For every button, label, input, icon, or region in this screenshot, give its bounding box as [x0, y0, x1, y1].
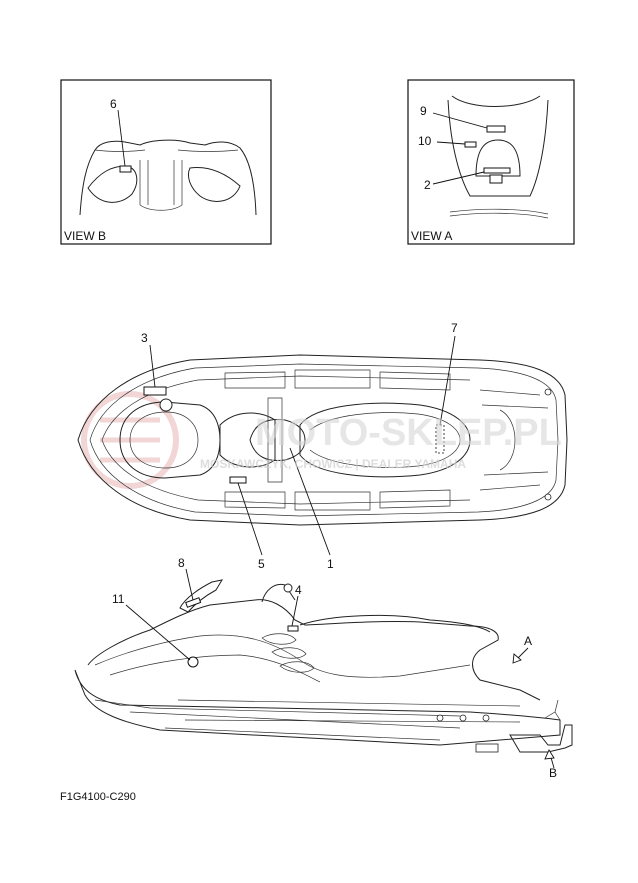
- callout-8: 8: [178, 556, 185, 570]
- callout-9: 9: [420, 104, 427, 118]
- view-b-arrow-icon: [544, 749, 555, 769]
- callout-4: 4: [295, 583, 302, 597]
- view-a-label: VIEW A: [411, 229, 452, 243]
- callout-2: 2: [424, 178, 431, 192]
- view-a-panel: 9 10 2 VIEW A: [407, 79, 575, 245]
- callout-11: 11: [112, 592, 125, 606]
- callout-5: 5: [258, 557, 265, 571]
- view-b-label: VIEW B: [64, 229, 106, 243]
- side-view: 8 4 11 A B: [74, 556, 573, 780]
- arrow-label-a: A: [524, 634, 532, 648]
- view-a-arrow-icon: [512, 647, 529, 664]
- arrow-label-b: B: [549, 766, 557, 780]
- top-view: 3 7 5 1 MOTO-SKLEP.PL MOSKAWCZYK, CHOWIC…: [77, 321, 568, 571]
- callout-7: 7: [451, 321, 458, 335]
- callout-1: 1: [327, 557, 334, 571]
- part-code: F1G4100-C290: [60, 791, 136, 803]
- view-b-panel: 6 VIEW B: [60, 79, 272, 245]
- callout-3: 3: [141, 331, 148, 345]
- callout-6: 6: [110, 97, 117, 111]
- watermark-subtitle: MOSKAWCZYK, CHOWICZ | DEALER YAMAHA: [200, 457, 466, 471]
- callout-10: 10: [418, 134, 432, 148]
- watermark-title: MOTO-SKLEP.PL: [255, 412, 562, 454]
- watermark-emblem-icon: [81, 391, 179, 489]
